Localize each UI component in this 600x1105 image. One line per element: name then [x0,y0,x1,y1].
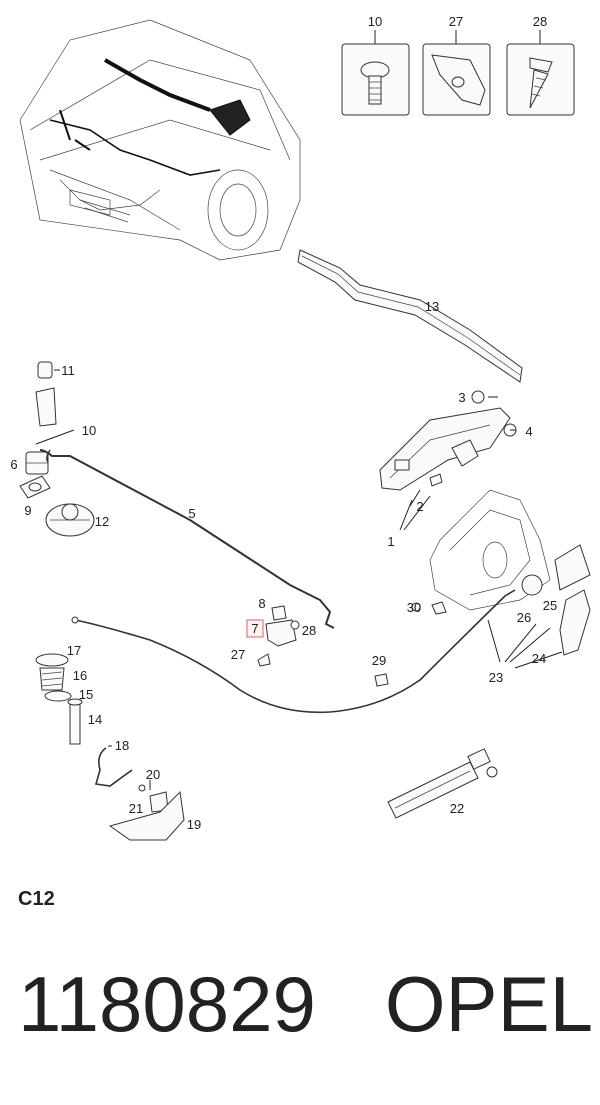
callout-7: 7 [251,621,258,636]
fastener-box-28 [506,30,575,116]
callout-27: 27 [231,647,245,662]
section-code: C12 [18,888,55,910]
callout-1: 1 [387,534,394,549]
striker-assembly [35,653,83,745]
part-11-bumper [35,361,60,427]
part-29 [374,673,389,687]
car-front-illustration [19,19,301,261]
callout-11: 11 [61,363,75,378]
callout-19: 19 [187,817,201,832]
part-number: 1180829 [18,960,316,1048]
callout-21: 21 [129,801,143,816]
part-9-holder [19,475,51,499]
part-12-latch [45,503,95,537]
callout-30: 30 [407,600,421,615]
callout-25: 25 [543,598,557,613]
callout-7-highlight [246,619,264,638]
hood-hinge-assembly [379,390,517,491]
callout-23: 23 [489,670,503,685]
release-cable [71,589,516,714]
handle-assembly [108,784,185,841]
part-6-clip [25,451,49,475]
callout-5: 5 [188,506,195,521]
seal-strip-13 [297,249,523,383]
callout-17: 17 [67,643,81,658]
callout-10-top: 10 [368,14,382,29]
callout-26: 26 [517,610,531,625]
callout-28: 28 [302,623,316,638]
fastener-box-27 [422,30,491,116]
callout-13: 13 [425,299,439,314]
callout-2: 2 [416,499,423,514]
callout-9: 9 [24,503,31,518]
callout-8: 8 [258,596,265,611]
brand-name: OPEL [384,960,593,1048]
callout-24: 24 [532,651,546,666]
callout-15: 15 [79,687,93,702]
gas-spring-22 [387,748,498,819]
callout-29: 29 [372,653,386,668]
callout-22: 22 [450,801,464,816]
callout-27-top: 27 [449,14,463,29]
fastener-box-10 [341,30,410,116]
callout-10: 10 [82,423,96,438]
callout-4: 4 [525,424,532,439]
callout-3: 3 [458,390,465,405]
part-18-wire [94,747,133,787]
hood-stay-rod-5 [39,449,335,629]
callout-20: 20 [146,767,160,782]
callout-18: 18 [115,738,129,753]
right-mechanism-group [411,544,591,656]
parts-diagram: 10 27 28 13 11 10 6 9 12 5 3 4 2 1 8 7 2… [10,14,591,841]
callout-14: 14 [88,712,102,727]
release-lever-group [257,605,300,667]
part-identification-row: 1180829 OPEL [18,965,593,1043]
leader-lines [35,396,563,790]
callout-12: 12 [95,514,109,529]
callout-28-top: 28 [533,14,547,29]
callout-6: 6 [10,457,17,472]
callout-labels: 10 27 28 13 11 10 6 9 12 5 3 4 2 1 8 7 2… [10,14,557,832]
callout-16: 16 [73,668,87,683]
